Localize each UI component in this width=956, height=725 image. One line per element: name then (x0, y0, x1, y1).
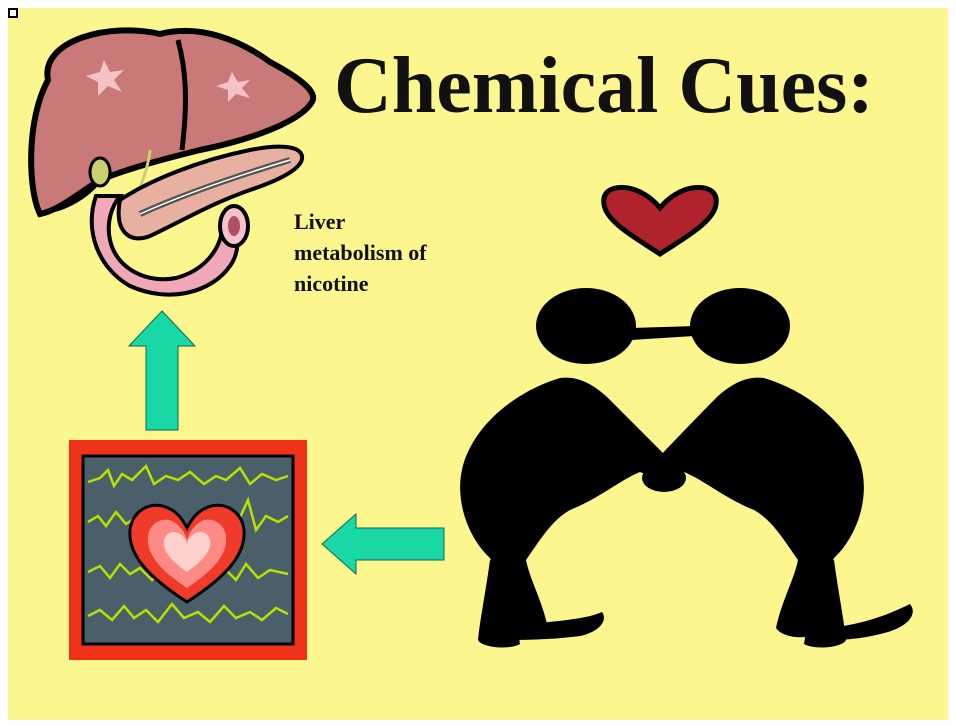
slide-title: Chemical Cues: (334, 46, 874, 126)
caption-line: Liver (294, 206, 494, 237)
caption-line: metabolism of (294, 237, 494, 268)
caption-line: nicotine (294, 268, 494, 299)
floating-heart-icon (604, 188, 716, 254)
right-head (690, 288, 790, 364)
left-head (536, 288, 636, 364)
couple-silhouette (460, 288, 913, 647)
heart-monitor-illustration (69, 440, 307, 660)
liver-caption: Liver metabolism of nicotine (294, 206, 494, 299)
left-arrow-icon (322, 514, 444, 574)
selection-handle[interactable] (8, 8, 18, 18)
up-arrow-icon (129, 311, 195, 430)
liver-pancreas-illustration (31, 30, 313, 294)
